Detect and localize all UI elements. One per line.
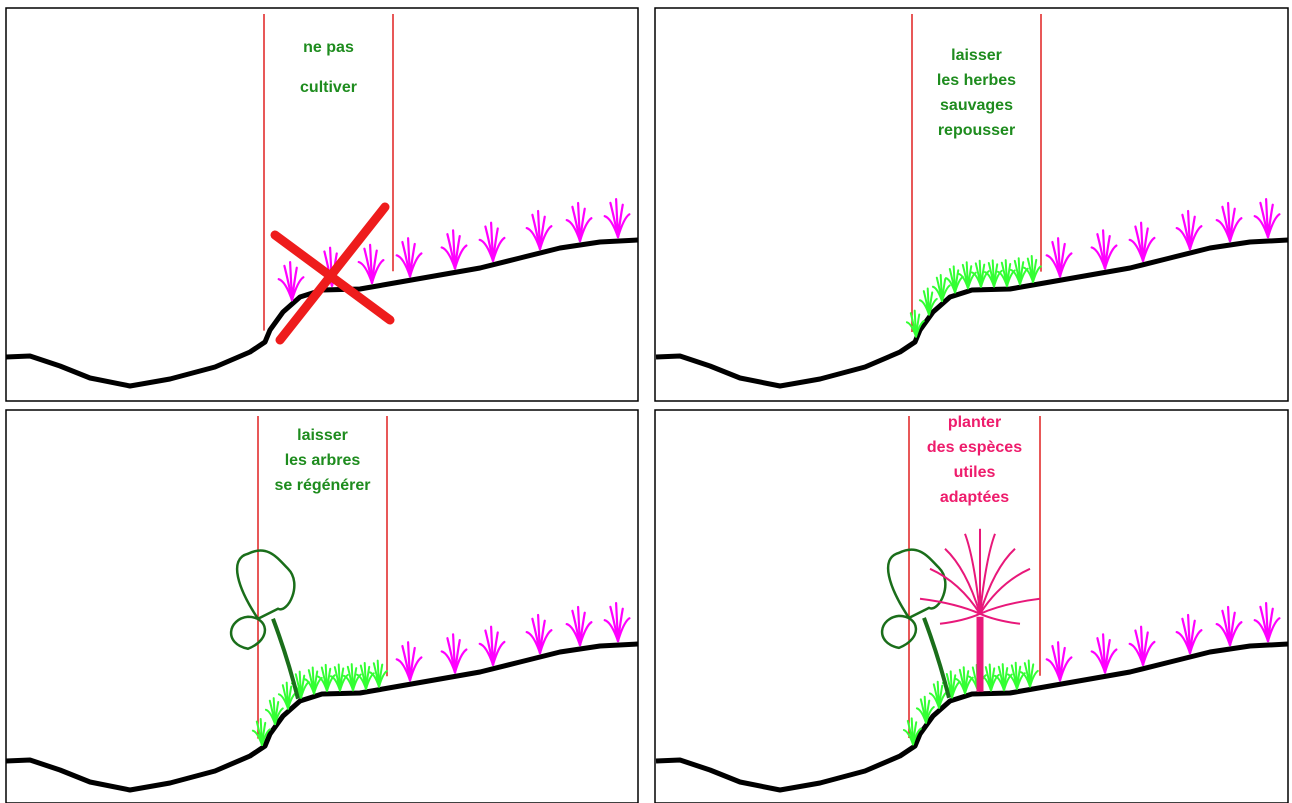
panel-top-right: laisser les herbes sauvages repousser [655,8,1288,401]
zone-label-line: utiles [954,464,996,481]
zone-label-line: des espèces [927,439,1022,456]
zone-label-line: adaptées [940,489,1009,506]
zone-label-line: repousser [938,122,1015,139]
zone-label-line: laisser [951,47,1002,64]
panel-top-left: ne pas cultiver [6,8,638,401]
panel-frame [655,8,1288,401]
zone-label-line: se régénérer [274,477,370,494]
panel-bottom-left: laisser les arbres se régénérer [6,410,638,803]
panel-bottom-right: planter des espèces utiles adaptées [655,410,1288,803]
zone-label-line: les herbes [937,72,1016,89]
zone-label-line: cultiver [300,79,357,96]
zone-label-line: laisser [297,427,348,444]
zone-label-line: planter [948,414,1001,431]
zone-label-line: sauvages [940,97,1013,114]
zone-label-line: les arbres [285,452,361,469]
panel-frame [6,8,638,401]
zone-label-line: ne pas [303,39,354,56]
